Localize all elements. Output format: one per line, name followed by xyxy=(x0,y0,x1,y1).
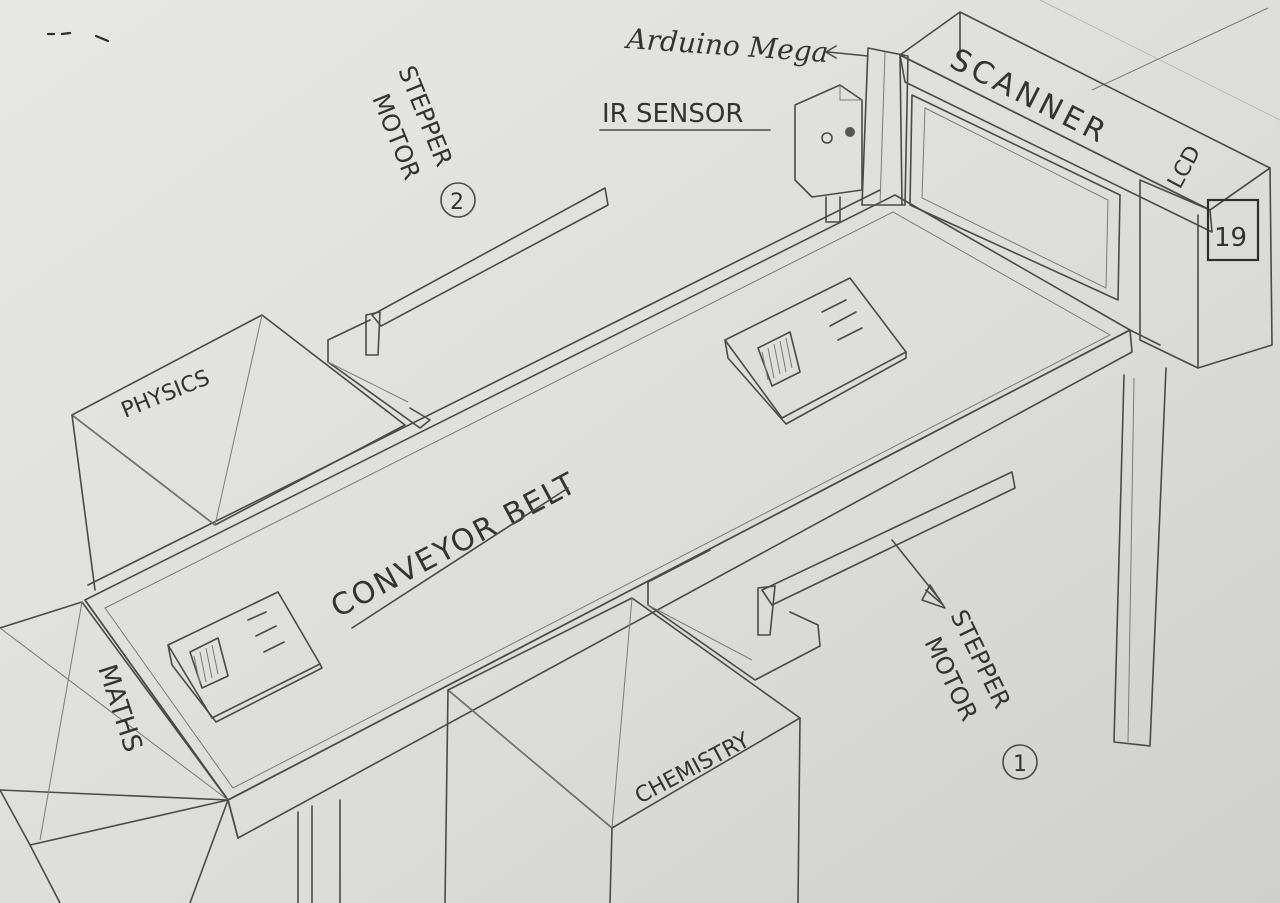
stepper-motor-1-number: 1 xyxy=(1013,752,1027,777)
stepper-motor-2-number: 2 xyxy=(450,190,464,215)
lcd-value: 19 xyxy=(1214,223,1247,253)
ir-sensor-label: IR SENSOR xyxy=(602,99,743,129)
